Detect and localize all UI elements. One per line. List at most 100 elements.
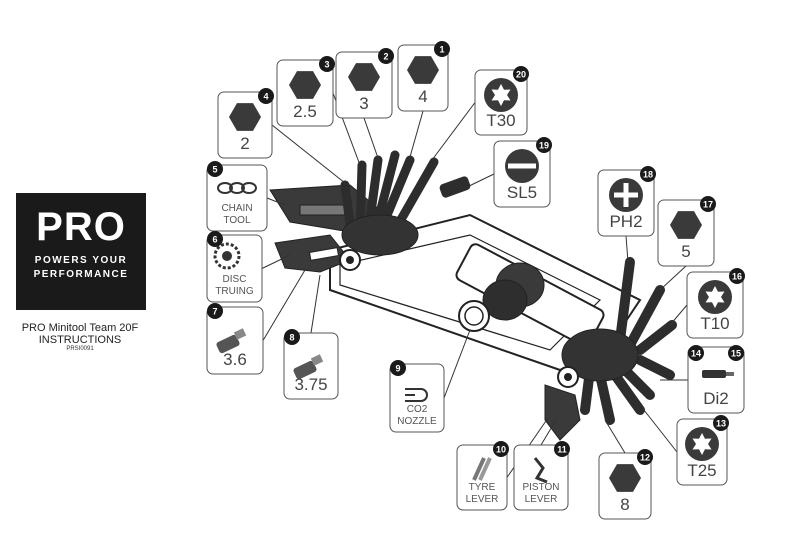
tool-label-line2: LEVER (525, 494, 558, 505)
leader-line (639, 404, 678, 453)
hex-icon (609, 464, 641, 492)
tool-label-line1: CHAIN (221, 203, 252, 214)
tool-label-line1: TYRE (469, 482, 496, 493)
number-badge (207, 161, 223, 177)
hex-shape (670, 211, 702, 239)
torx-star (491, 84, 511, 106)
tool-label: T10 (700, 314, 729, 333)
rotor-hub (222, 251, 232, 261)
number-badge (640, 166, 656, 182)
number-badge-text: 12 (640, 453, 650, 463)
callouts: 41322.5324CHAINTOOL5DISCTRUING63.673.758… (206, 41, 745, 520)
number-badge (207, 303, 223, 319)
co2-port-inner (464, 306, 484, 326)
leader-line (409, 110, 424, 158)
tool-label: 5 (681, 242, 690, 261)
hex-shape (609, 464, 641, 492)
co2-nozzle-icon (405, 388, 428, 402)
number-badge (728, 345, 744, 361)
right-bit-arm (610, 370, 645, 415)
tool-label-line1: PISTON (522, 482, 559, 493)
hex-shape (348, 63, 380, 91)
document-title-line1: PRO Minitool Team 20F (21, 322, 139, 334)
leader-line (262, 269, 306, 341)
right-bit-arm (625, 285, 665, 350)
document-title: PRO Minitool Team 20F INSTRUCTIONS (10, 322, 150, 346)
hex-shape (229, 103, 261, 131)
torx-icon (484, 78, 518, 112)
right-bit-arm (595, 370, 615, 425)
logo-wordmark: PRO (36, 205, 126, 249)
tool-label: 8 (620, 495, 629, 514)
torx-icon (698, 280, 732, 314)
right-bit-arm (615, 257, 635, 345)
number-badge (713, 415, 729, 431)
number-badge (207, 231, 223, 247)
number-badge-text: 6 (212, 235, 217, 245)
tool-label-line1: DISC (223, 274, 247, 285)
callout-8: 3.758 (283, 329, 339, 400)
co2-symbol (405, 388, 428, 402)
number-badge-text: 20 (516, 70, 526, 80)
number-badge (434, 41, 450, 57)
hex-shape (289, 71, 321, 99)
leader-line (659, 265, 687, 291)
callout-box (206, 234, 263, 303)
callout-box (206, 164, 268, 232)
callout-15: 15 (728, 345, 744, 361)
number-badge-text: 16 (732, 272, 742, 282)
right-hinge-stack (561, 328, 639, 382)
leader-line (266, 197, 286, 206)
number-badge-text: 4 (263, 92, 268, 102)
tool-label: T30 (486, 111, 515, 130)
leader-line (431, 102, 476, 161)
number-badge (536, 137, 552, 153)
number-badge-text: 17 (703, 200, 713, 210)
callout-3: 2.53 (276, 56, 335, 127)
left-hinge-stack (341, 214, 419, 256)
number-badge-text: 15 (731, 349, 741, 359)
number-badge-text: 11 (557, 445, 567, 455)
spoke-key-tip (233, 328, 247, 340)
di2-body (702, 370, 726, 378)
callout-20: T30 20 (474, 66, 529, 136)
chain-tool-screw (299, 204, 346, 216)
hex-icon (348, 63, 380, 91)
tyre-lever-tool (544, 384, 581, 441)
number-badge (284, 329, 300, 345)
tool-label: 3.75 (294, 375, 327, 394)
tool-label: 2.5 (293, 102, 317, 121)
piston-lever-shape (533, 457, 548, 484)
number-badge (700, 196, 716, 212)
leader-line (669, 304, 688, 326)
tool-label: Di2 (703, 389, 729, 408)
piston-lever-icon (533, 457, 548, 484)
logo-tagline-line1: POWERS YOUR (34, 255, 128, 266)
di2-tip (726, 372, 734, 376)
tool-label: PH2 (609, 212, 642, 231)
di2-tool-icon (702, 370, 734, 378)
tool-label-line2: TRUING (215, 286, 254, 297)
pro-logo: PRO POWERS YOUR PERFORMANCE (16, 193, 146, 310)
number-badge-text: 18 (643, 170, 653, 180)
disc-truing-slot (308, 247, 340, 261)
rotor-ring (213, 242, 241, 270)
number-badge-text: 7 (212, 307, 217, 317)
callout-14: Di2 14 (687, 345, 745, 414)
callout-2: 32 (335, 48, 394, 119)
tool-label-line2: TOOL (223, 215, 250, 226)
number-badge (729, 268, 745, 284)
leader-line (310, 274, 321, 334)
number-badge (637, 449, 653, 465)
disc-rotor-icon (213, 242, 241, 270)
multitool-body (269, 150, 677, 441)
number-badge (390, 360, 406, 376)
number-badge-text: 14 (691, 349, 701, 359)
chain-link (217, 182, 233, 194)
callout-4: 24 (217, 88, 274, 159)
